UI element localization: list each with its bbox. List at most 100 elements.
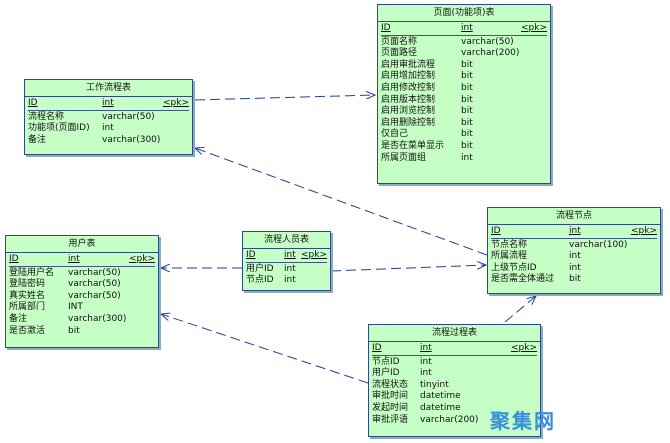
entity-title: 流程人员表 bbox=[243, 232, 330, 249]
column-type: int bbox=[284, 275, 296, 286]
column-name: 登陆用户名 bbox=[9, 267, 55, 278]
primary-key-marker: <pk> bbox=[520, 23, 547, 33]
column-row: 流程名称 varchar(50) bbox=[28, 112, 189, 124]
column-row: ID int <pk> bbox=[372, 343, 537, 356]
column-type: int bbox=[461, 23, 473, 33]
column-name: 页面名称 bbox=[381, 36, 418, 47]
column-name: 节点名称 bbox=[491, 239, 528, 250]
column-type: varchar(300) bbox=[68, 313, 127, 324]
column-name: 启用增加控制 bbox=[381, 71, 436, 82]
column-row: ID int <pk> bbox=[381, 23, 547, 36]
column-type: bit bbox=[461, 59, 473, 70]
relation-process-to-node bbox=[504, 296, 536, 323]
column-row: 启用审批流程 bit bbox=[381, 60, 547, 72]
entity-members-table[interactable]: 流程人员表 ID int <pk> 用户ID int 节点ID int bbox=[242, 231, 331, 291]
column-row: 所属流程 int bbox=[491, 251, 657, 263]
column-row: ID int <pk> bbox=[28, 98, 189, 111]
column-row: 仅自己 bit bbox=[381, 129, 547, 141]
column-type: INT bbox=[68, 302, 83, 313]
column-type: varchar(50) bbox=[68, 290, 121, 301]
relation-node-to-workflow bbox=[195, 148, 488, 256]
column-name: ID bbox=[491, 226, 501, 236]
column-row: 启用浏览控制 bit bbox=[381, 106, 547, 118]
column-name: ID bbox=[372, 343, 382, 353]
column-type: bit bbox=[461, 82, 473, 93]
column-type: bit bbox=[461, 140, 473, 151]
relation-workflow-to-page bbox=[194, 95, 375, 101]
column-type: datetime bbox=[420, 391, 461, 402]
column-row: 流程状态 tinyint bbox=[372, 380, 537, 392]
column-row: 登陆密码 varchar(50) bbox=[9, 279, 155, 291]
column-row: ID int <pk> bbox=[491, 226, 657, 239]
primary-key-marker: <pk> bbox=[128, 254, 155, 264]
column-row: 节点ID int bbox=[372, 357, 537, 369]
column-name: 节点ID bbox=[372, 356, 400, 367]
column-name: 审批评语 bbox=[372, 414, 409, 425]
entity-process-table[interactable]: 流程过程表 ID int <pk> 节点ID int 用户ID int 流程状态… bbox=[368, 324, 541, 437]
entity-user-table[interactable]: 用户表 ID int <pk> 登陆用户名 varchar(50) 登陆密码 v… bbox=[5, 235, 159, 348]
entity-title: 流程节点 bbox=[488, 208, 660, 225]
column-name: 仅自己 bbox=[381, 129, 409, 140]
column-name: ID bbox=[246, 250, 256, 260]
column-row: 上级节点ID int bbox=[491, 263, 657, 275]
column-row: 启用删除控制 bit bbox=[381, 118, 547, 130]
column-row: 备注 varchar(300) bbox=[9, 314, 155, 326]
column-name: 启用删除控制 bbox=[381, 117, 436, 128]
column-name: 所属部门 bbox=[9, 302, 46, 313]
column-name: 是否需全体通过 bbox=[491, 274, 555, 285]
primary-key-marker: <pk> bbox=[162, 98, 189, 108]
column-row: ID int <pk> bbox=[246, 250, 327, 263]
primary-key-marker: <pk> bbox=[630, 226, 657, 236]
column-type: varchar(200) bbox=[461, 48, 520, 59]
entity-title: 页面(功能项)表 bbox=[378, 5, 550, 22]
column-type: varchar(50) bbox=[68, 267, 121, 278]
column-type: int bbox=[284, 263, 296, 274]
column-name: 用户ID bbox=[246, 263, 274, 274]
column-row: 审批评语 varchar(200) bbox=[372, 415, 537, 427]
column-type: int bbox=[569, 251, 581, 262]
entity-workflow-table[interactable]: 工作流程表 ID int <pk> 流程名称 varchar(50) 功能项(页… bbox=[24, 79, 193, 155]
column-row: 功能项(页面ID) int bbox=[28, 123, 189, 135]
column-name: 是否激活 bbox=[9, 325, 46, 336]
column-name: 功能项(页面ID) bbox=[28, 123, 90, 134]
column-row: 所属页面组 int bbox=[381, 153, 547, 165]
column-row: 备注 varchar(300) bbox=[28, 135, 189, 147]
entity-node-table[interactable]: 流程节点 ID int <pk> 节点名称 varchar(100) 所属流程 … bbox=[487, 207, 661, 294]
column-name: 备注 bbox=[9, 313, 28, 324]
column-type: bit bbox=[461, 71, 473, 82]
relation-process-to-user bbox=[161, 314, 369, 384]
column-name: 备注 bbox=[28, 134, 47, 145]
column-row: 启用版本控制 bit bbox=[381, 95, 547, 107]
column-row: 登陆用户名 varchar(50) bbox=[9, 268, 155, 280]
column-name: 登陆密码 bbox=[9, 279, 46, 290]
column-type: int bbox=[569, 262, 581, 273]
column-type: bit bbox=[461, 129, 473, 140]
column-row: ID int <pk> bbox=[9, 254, 155, 267]
column-type: int bbox=[68, 254, 80, 264]
relation-members-to-node bbox=[330, 265, 486, 272]
column-row: 是否在菜单显示 bit bbox=[381, 141, 547, 153]
column-name: ID bbox=[381, 23, 391, 33]
column-name: 所属页面组 bbox=[381, 152, 427, 163]
column-name: 流程名称 bbox=[28, 111, 65, 122]
column-row: 审批时间 datetime bbox=[372, 391, 537, 403]
primary-key-marker: <pk> bbox=[510, 343, 537, 353]
column-type: int bbox=[461, 152, 473, 163]
column-name: 真实姓名 bbox=[9, 290, 46, 301]
column-row: 页面名称 varchar(50) bbox=[381, 37, 547, 49]
column-row: 是否激活 bit bbox=[9, 326, 155, 338]
column-type: varchar(50) bbox=[68, 279, 121, 290]
column-row: 页面路径 varchar(200) bbox=[381, 48, 547, 60]
column-type: varchar(50) bbox=[461, 36, 514, 47]
column-type: int bbox=[102, 98, 114, 108]
column-row: 节点名称 varchar(100) bbox=[491, 240, 657, 252]
column-row: 启用增加控制 bit bbox=[381, 71, 547, 83]
column-name: 启用审批流程 bbox=[381, 59, 436, 70]
primary-key-marker: <pk> bbox=[300, 250, 327, 260]
entity-page-table[interactable]: 页面(功能项)表 ID int <pk> 页面名称 varchar(50) 页面… bbox=[377, 4, 551, 184]
column-name: 流程状态 bbox=[372, 379, 409, 390]
column-type: int bbox=[102, 123, 114, 134]
column-type: int bbox=[420, 356, 432, 367]
column-type: int bbox=[284, 250, 296, 260]
